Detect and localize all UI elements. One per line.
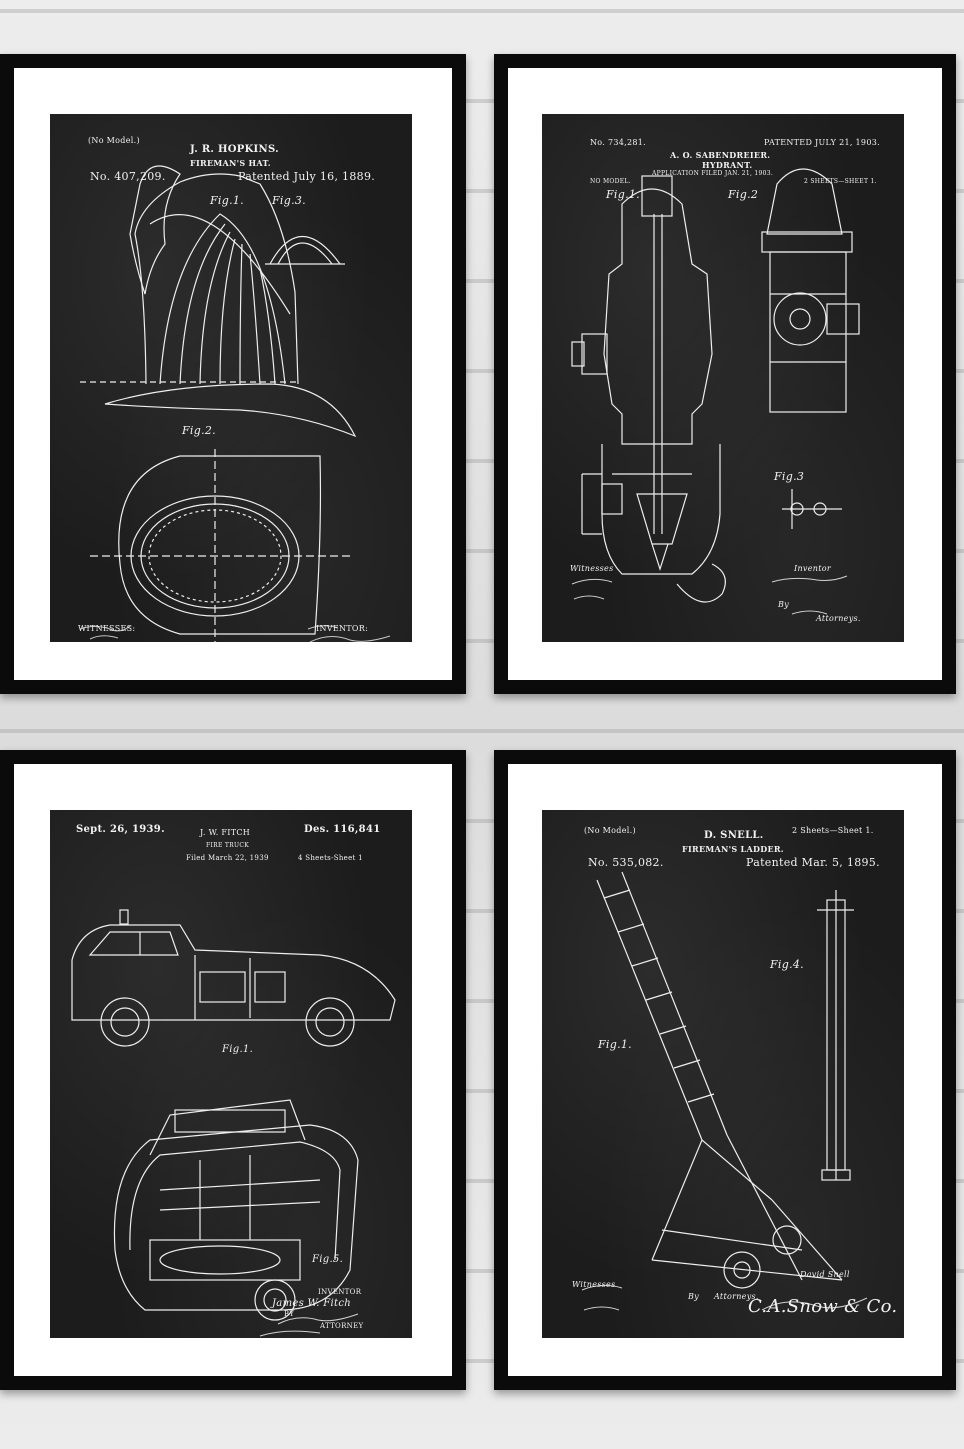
sheets-label: 4 Sheets-Sheet 1 <box>298 854 363 862</box>
patent-print-fireman-hat: (No Model.) J. R. HOPKINS. FIREMAN'S HAT… <box>50 114 412 642</box>
frame-fireman-hat: (No Model.) J. R. HOPKINS. FIREMAN'S HAT… <box>0 54 466 694</box>
figure-label: Fig.3. <box>272 194 306 207</box>
inventor-name: J. R. HOPKINS. <box>190 144 279 155</box>
patent-number: No. 535,082. <box>588 856 664 869</box>
figure-label: Fig.5. <box>312 1254 344 1265</box>
patent-number: No. 407,209. <box>90 170 166 183</box>
application-filed: APPLICATION FILED JAN. 21, 1903. <box>652 170 774 177</box>
frame-hydrant: No. 734,281. PATENTED JULY 21, 1903. A. … <box>494 54 956 694</box>
model-label: NO MODEL. <box>590 178 631 185</box>
patent-date: Sept. 26, 1939. <box>76 824 165 835</box>
frame-fire-truck: Sept. 26, 1939. J. W. FITCH Des. 116,841… <box>0 750 466 1390</box>
figure-label: Fig.2. <box>182 424 216 437</box>
inventor-label: Inventor <box>794 564 831 573</box>
model-label: (No Model.) <box>88 136 140 145</box>
fireman-hat-drawing <box>79 165 391 642</box>
witnesses-label: WITNESSES: <box>78 624 136 633</box>
patent-date: Patented July 16, 1889. <box>238 170 376 183</box>
patent-number: No. 734,281. <box>590 138 646 147</box>
frame-fireman-ladder: (No Model.) D. SNELL. 2 Sheets—Sheet 1. … <box>494 750 956 1390</box>
attorneys-label: Attorneys. <box>816 614 861 623</box>
patent-print-fire-truck: Sept. 26, 1939. J. W. FITCH Des. 116,841… <box>50 810 412 1338</box>
by-label: By <box>688 1292 699 1301</box>
inventor-name: J. W. FITCH <box>200 828 251 837</box>
patent-date: Patented Mar. 5, 1895. <box>746 856 880 869</box>
by-label: BY <box>284 1310 295 1318</box>
sheets-label: 2 Sheets—Sheet 1. <box>792 826 874 835</box>
patent-print-fireman-ladder: (No Model.) D. SNELL. 2 Sheets—Sheet 1. … <box>542 810 904 1338</box>
hydrant-drawing <box>571 168 860 615</box>
figure-label: Fig.2 <box>728 188 759 201</box>
model-label: (No Model.) <box>584 826 636 835</box>
inventor-name: A. O. SABENDREIER. <box>670 150 771 160</box>
figure-label: Fig.1. <box>598 1038 632 1051</box>
figure-label: Fig.3 <box>774 470 805 483</box>
inventor-label: INVENTOR <box>318 1288 362 1296</box>
inventor-name: D. SNELL. <box>704 830 764 841</box>
patent-title: FIREMAN'S HAT. <box>190 158 271 168</box>
figure-label: Fig.1. <box>222 1044 254 1055</box>
inventor-signature: David Snell <box>800 1270 850 1279</box>
patent-title: HYDRANT. <box>702 160 753 170</box>
fireman-ladder-drawing <box>581 871 868 1311</box>
witnesses-label: Witnesses <box>572 1280 616 1289</box>
patent-print-hydrant: No. 734,281. PATENTED JULY 21, 1903. A. … <box>542 114 904 642</box>
patent-number: Des. 116,841 <box>304 824 381 835</box>
patent-title: FIREMAN'S LADDER. <box>682 844 784 854</box>
patent-date: PATENTED JULY 21, 1903. <box>764 138 880 147</box>
agent-signature: C.A.Snow & Co. <box>748 1296 898 1317</box>
inventor-signature: James W. Fitch <box>272 1298 351 1309</box>
figure-label: Fig.4. <box>770 958 804 971</box>
attorney-label: ATTORNEY <box>320 1322 364 1330</box>
figure-label: Fig.1. <box>210 194 244 207</box>
sheets-label: 2 SHEETS—SHEET 1. <box>804 178 877 185</box>
patent-title: FIRE TRUCK <box>206 842 249 849</box>
figure-label: Fig.1. <box>606 188 640 201</box>
witnesses-label: Witnesses <box>570 564 614 573</box>
inventor-label: INVENTOR: <box>316 624 369 633</box>
filed-date: Filed March 22, 1939 <box>186 854 269 862</box>
attorneys-label: Attorneys. <box>714 1292 759 1301</box>
fire-truck-drawing <box>71 909 396 1337</box>
by-label: By <box>778 600 789 609</box>
